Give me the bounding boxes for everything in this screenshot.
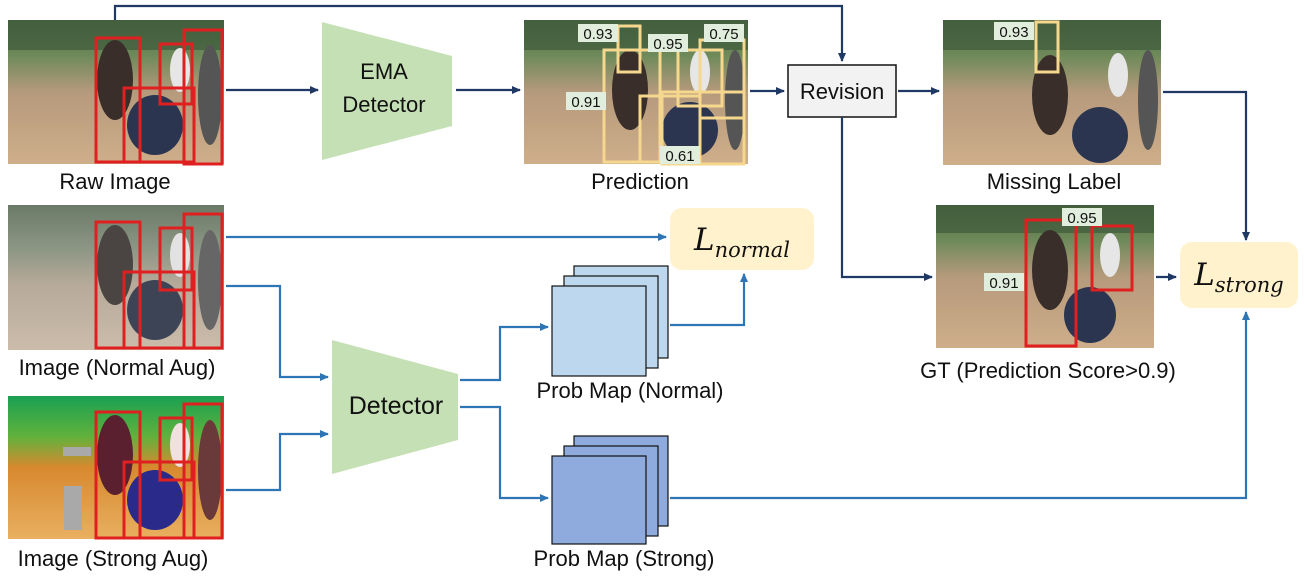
ema-detector-label-1: EMA — [360, 59, 408, 84]
prediction-image: 0.93 0.95 0.75 0.91 0.61 — [524, 20, 748, 166]
gt-score-1: 0.95 — [1067, 210, 1096, 227]
arrow-detector-to-prob-normal — [460, 323, 549, 382]
detector-label: Detector — [349, 392, 443, 420]
prob-map-normal — [551, 265, 669, 377]
prob-map-strong — [551, 435, 669, 545]
arrow-raw-to-revision — [113, 4, 846, 62]
missing-label-image: 0.93 — [943, 20, 1161, 165]
pred-score-5: 0.61 — [665, 148, 694, 165]
raw-image-caption: Raw Image — [59, 169, 170, 194]
detector — [332, 340, 458, 474]
normal-aug-caption: Image (Normal Aug) — [19, 355, 216, 380]
loss-normal-box — [670, 208, 814, 270]
arrow-strong-to-detector — [226, 430, 329, 492]
loss-strong: Lstrong — [1193, 257, 1283, 297]
pred-score-2: 0.95 — [653, 36, 682, 53]
normal-aug-image — [8, 205, 224, 350]
arrow-prob-normal-to-loss-normal — [670, 273, 748, 327]
strong-aug-caption: Image (Strong Aug) — [18, 546, 209, 571]
gt-image: 0.95 0.91 — [936, 205, 1154, 348]
prediction-caption: Prediction — [591, 169, 689, 194]
prob-map-strong-caption: Prob Map (Strong) — [534, 546, 715, 571]
loss-strong-box — [1180, 242, 1298, 308]
arrow-normal-to-detector — [226, 284, 329, 381]
pred-score-1: 0.93 — [583, 26, 612, 43]
ema-detector-label-2: Detector — [342, 92, 425, 117]
ema-detector — [322, 22, 452, 160]
missing-score: 0.93 — [999, 24, 1028, 41]
loss-strong-sub: strong — [1215, 273, 1284, 297]
arrow-missing-to-loss-strong — [1163, 90, 1250, 241]
gt-score-2: 0.91 — [989, 275, 1018, 292]
arrow-revision-to-gt — [840, 117, 933, 281]
pred-score-3: 0.75 — [709, 26, 738, 43]
loss-strong-main: L — [1193, 257, 1215, 293]
gt-caption: GT (Prediction Score>0.9) — [920, 358, 1176, 383]
arrow-prob-strong-to-loss-strong — [670, 311, 1250, 500]
loss-normal-sub: normal — [715, 238, 790, 262]
raw-image — [8, 20, 224, 166]
loss-normal: Lnormal — [693, 222, 790, 262]
loss-normal-main: L — [693, 222, 715, 258]
pred-score-4: 0.91 — [571, 94, 600, 111]
strong-aug-image — [8, 396, 224, 540]
revision-box — [787, 64, 897, 118]
prob-map-normal-caption: Prob Map (Normal) — [536, 378, 723, 403]
revision-label: Revision — [800, 79, 884, 104]
arrow-detector-to-prob-strong — [460, 405, 549, 502]
missing-label-caption: Missing Label — [987, 169, 1122, 194]
